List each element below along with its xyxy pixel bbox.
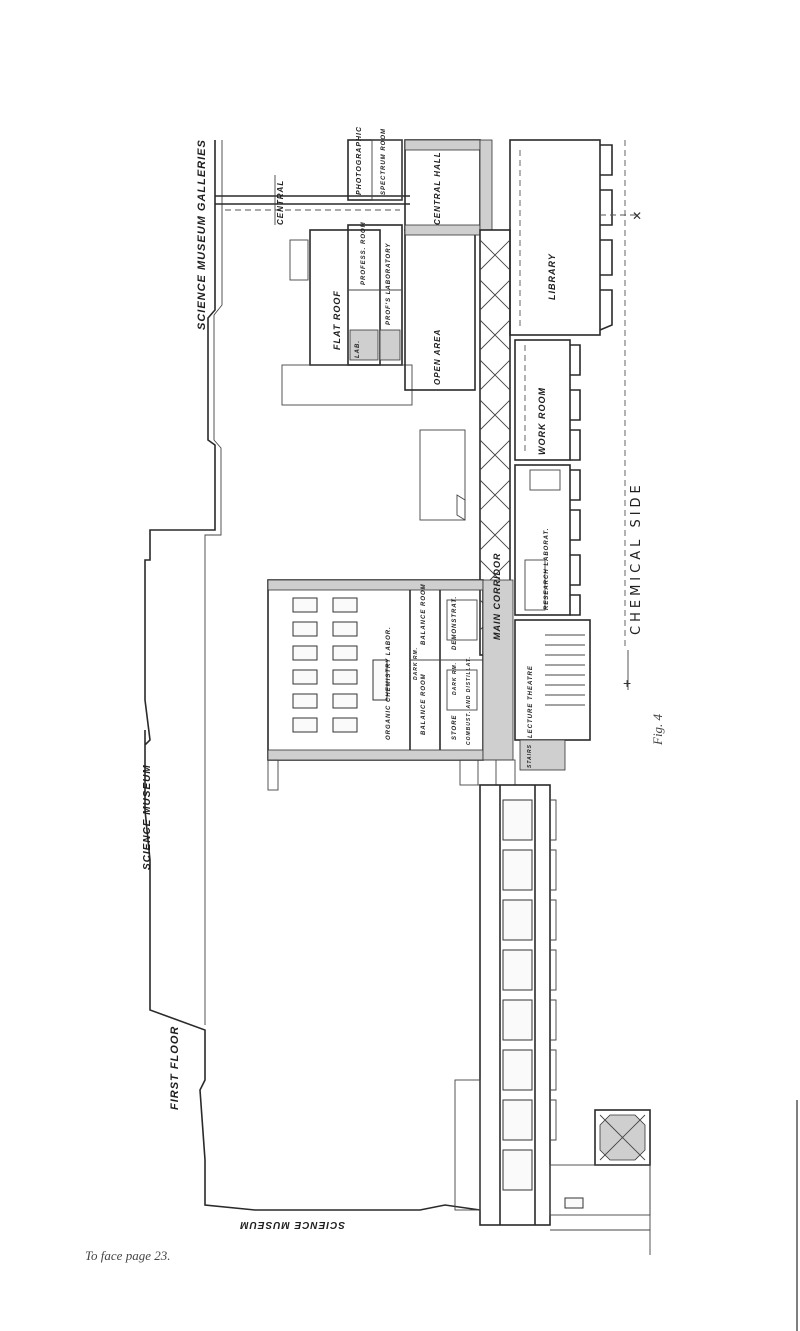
- label-photographic-room: PHOTOGRAPHIC: [356, 126, 363, 195]
- label-science-museum-mirrored: SCIENCE MUSEUM: [239, 1219, 345, 1230]
- label-main-corridor: MAIN CORRIDOR: [492, 553, 502, 641]
- small-rooms-row: [459, 759, 516, 786]
- research-bay-windows: [570, 469, 581, 616]
- label-central: CENTRAL: [276, 180, 285, 225]
- label-research-laboratory: RESEARCH LABORAT.: [544, 528, 550, 610]
- lower-wing-benches: [502, 799, 533, 1191]
- label-professors-room: PROFESS. ROOM: [361, 221, 367, 285]
- label-combustion-distillation: COMBUST. AND DISTILLAT.: [466, 656, 472, 745]
- library-bay-windows: [599, 144, 613, 331]
- caption-to-face-page: To face page 23.: [85, 1248, 170, 1263]
- work-room-bay-windows: [570, 344, 581, 461]
- label-science-museum: SCIENCE MUSEUM: [142, 764, 153, 870]
- octagon-diag-2: [599, 1114, 646, 1161]
- lab-benches: [292, 597, 388, 733]
- label-organic-chemistry-laboratory: ORGANIC CHEMISTRY LABOR.: [386, 626, 392, 740]
- central-hall-wall-right: [479, 139, 493, 231]
- label-spectrum-room: SPECTRUM ROOM: [381, 128, 387, 195]
- balance-small-room: [379, 329, 401, 361]
- label-open-area: OPEN AREA: [433, 329, 442, 385]
- small-lab-box: [267, 759, 279, 791]
- courtyard-box: [419, 429, 466, 521]
- label-chemical-side: CHEMICAL SIDE: [629, 481, 644, 635]
- central-hall-block: [404, 139, 481, 231]
- museum-boundary-line: [144, 140, 481, 1211]
- lecture-theatre-tiers: [545, 634, 585, 706]
- library-block: [509, 139, 601, 336]
- crystal-room: [524, 559, 546, 611]
- spectrum-block: [371, 139, 403, 201]
- combustion-room: [446, 669, 478, 711]
- lower-wing-block: [479, 784, 551, 1226]
- label-flat-roof: FLAT ROOF: [332, 290, 342, 350]
- label-library: LIBRARY: [547, 253, 557, 300]
- museum-boundary-inner: [204, 140, 223, 1025]
- stairs-block: [519, 739, 566, 771]
- work-room-block: [514, 339, 571, 461]
- label-stairs: STAIRS: [527, 744, 533, 768]
- small-shaft: [289, 239, 309, 281]
- label-first-floor: FIRST FLOOR: [169, 1026, 181, 1110]
- label-balance-room-lower: BALANCE ROOM: [421, 673, 427, 735]
- label-professors-laboratory: PROF'S LABORATORY: [386, 243, 392, 325]
- label-store: STORE: [452, 714, 458, 740]
- lecture-theatre-block: [514, 619, 591, 741]
- corridor-cross-bracing: [479, 239, 511, 631]
- cross-marker-top: ✕: [632, 209, 642, 223]
- courtyard-corner: [456, 494, 466, 521]
- label-central-hall: CENTRAL HALL: [433, 151, 442, 225]
- lower-left-annex: [454, 1079, 481, 1211]
- lower-wing-bays: [550, 799, 557, 1141]
- label-lab: LAB.: [355, 340, 361, 358]
- demonstrator-room: [446, 599, 478, 641]
- label-science-museum-galleries: SCIENCE MUSEUM GALLERIES: [196, 139, 208, 330]
- central-hall-hatch-top: [404, 139, 481, 151]
- stair-wall-column: [482, 579, 514, 761]
- label-balance-room-upper: BALANCE ROOM: [421, 583, 427, 645]
- open-area-left-box: [281, 364, 413, 406]
- organic-lab-hatch-top: [267, 579, 484, 591]
- label-dark-room-2: DARK RM.: [452, 662, 458, 695]
- cross-marker-mid: +: [623, 675, 631, 691]
- central-hall-hatch-bottom: [404, 224, 481, 236]
- organic-lab-hatch-bottom: [267, 749, 484, 761]
- label-dark-room-1: DARK RM.: [413, 647, 419, 680]
- label-demonstrator: DEMONSTRAT.: [452, 596, 458, 650]
- research-block: [514, 464, 571, 616]
- label-lecture-theatre: LECTURE THEATRE: [528, 665, 534, 738]
- label-work-room: WORK ROOM: [537, 387, 547, 455]
- bottom-right-bench: [564, 1197, 584, 1209]
- lab-small-room: [349, 329, 379, 361]
- label-fig: Fig. 4: [650, 713, 665, 746]
- physics-room: [529, 469, 561, 491]
